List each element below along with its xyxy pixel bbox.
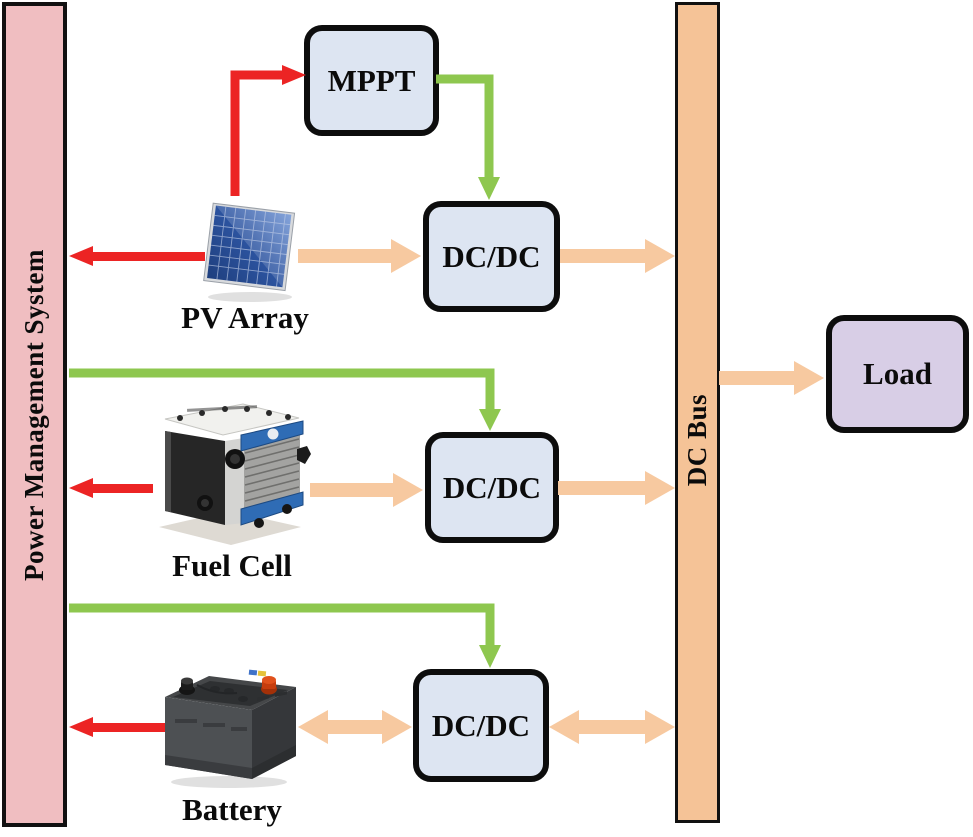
load-box: Load (826, 315, 969, 433)
dcdc-battery-bus-bidirectional-arrow (549, 710, 675, 744)
load-label: Load (863, 356, 932, 391)
battery-to-pms-arrow (69, 717, 165, 737)
pms-to-dcdc-fuel-cell-arrow (69, 368, 501, 431)
fuel-cell-label: Fuel Cell (172, 548, 292, 583)
dcdc-fuel-cell-label: DC/DC (442, 469, 542, 505)
battery-label: Battery (182, 792, 282, 827)
pv-array-label: PV Array (181, 300, 309, 335)
fuel-cell-to-dcdc-arrow (310, 473, 423, 507)
dcdc-converter-pv: DC/DC (423, 201, 560, 312)
mppt-to-dcdc-pv-arrow (436, 74, 500, 200)
dcdc-converter-battery: DC/DC (413, 669, 549, 782)
dc-bus-label: DC Bus (682, 394, 712, 487)
power-management-system-label: Power Management System (19, 248, 49, 581)
pv-to-dcdc-arrow (298, 239, 421, 273)
fuel-cell-icon (159, 403, 311, 545)
battery-dcdc-bidirectional-arrow (298, 710, 412, 744)
fuel-cell-to-pms-arrow (69, 478, 153, 498)
pv-array-icon (203, 202, 296, 302)
power-management-system-bar: Power Management System (2, 2, 67, 827)
dcdc-fuel-cell-to-bus-arrow (558, 471, 675, 505)
dcdc-pv-to-bus-arrow (560, 239, 675, 273)
bus-to-load-arrow (719, 361, 824, 395)
dcdc-battery-label: DC/DC (431, 707, 531, 743)
mppt-label: MPPT (327, 62, 416, 98)
battery-icon (165, 669, 296, 788)
dc-bus-bar: DC Bus (675, 2, 720, 823)
dcdc-converter-fuel-cell: DC/DC (425, 432, 559, 543)
pv-to-pms-arrow (69, 246, 205, 266)
pv-to-mppt-arrow (230, 65, 306, 196)
dcdc-pv-label: DC/DC (442, 238, 541, 274)
pms-to-dcdc-battery-arrow (69, 603, 501, 668)
mppt-box: MPPT (304, 25, 439, 136)
